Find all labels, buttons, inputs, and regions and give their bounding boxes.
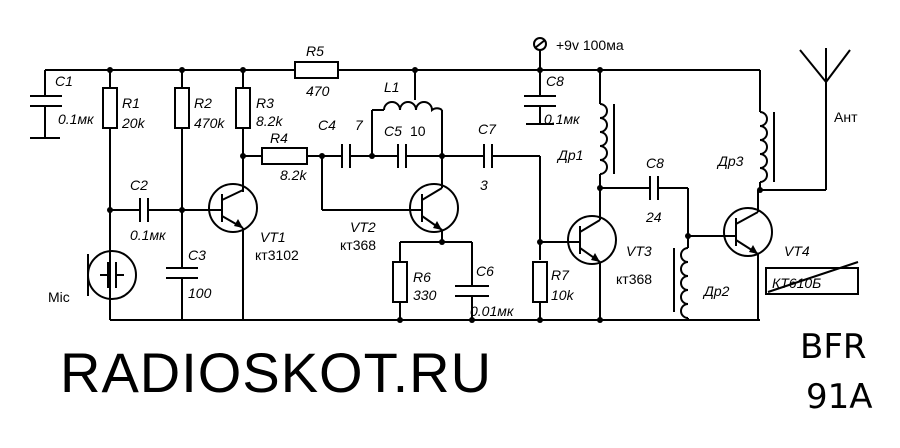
transistor-vt1 — [208, 183, 258, 320]
capacitor-c5 — [397, 144, 484, 168]
vt4-crossed-label: КТ610Б — [765, 261, 859, 295]
microphone — [87, 250, 137, 300]
resistor-r7 — [532, 239, 570, 323]
choke-dr1 — [597, 67, 615, 220]
r4-value: 8.2k — [280, 167, 307, 183]
c8-coupling-name: C8 — [646, 155, 664, 171]
dr1-name: Др1 — [556, 147, 583, 163]
r5-name: R5 — [306, 43, 324, 59]
vt4-name: VT4 — [784, 243, 810, 259]
capacitor-c8-bypass — [524, 67, 556, 125]
capacitor-c7 — [483, 144, 541, 260]
c2-value: 0.1мк — [130, 227, 167, 243]
r2-value: 470k — [194, 115, 225, 131]
c1-name: C1 — [55, 73, 73, 89]
r3-value: 8.2k — [256, 113, 283, 129]
r6-name: R6 — [413, 269, 431, 285]
capacitor-c2 — [110, 198, 218, 222]
capacitor-c1 — [30, 70, 62, 139]
resistor-r6 — [392, 241, 472, 323]
capacitor-c4 — [341, 144, 398, 168]
choke-dr2 — [673, 236, 689, 320]
antenna-label: Ант — [834, 109, 858, 125]
handwritten-line-1: BFR — [800, 327, 867, 367]
antenna — [799, 48, 851, 190]
c3-name: C3 — [188, 247, 206, 263]
r7-value: 10k — [551, 287, 575, 303]
inductor-l1 — [371, 67, 443, 156]
c2-name: C2 — [130, 177, 148, 193]
c3-value: 100 — [188, 285, 212, 301]
c6-name: C6 — [476, 263, 494, 279]
r2-name: R2 — [194, 95, 212, 111]
vt2-value: кт368 — [340, 237, 376, 253]
choke-dr3 — [757, 70, 826, 193]
resistor-r2 — [174, 67, 190, 268]
supply-rail — [45, 37, 760, 71]
r6-value: 330 — [413, 287, 437, 303]
handwritten-line-2: 91A — [806, 377, 873, 417]
transistor-vt4 — [722, 190, 773, 320]
vt2-name: VT2 — [350, 219, 376, 235]
resistor-r5 — [294, 61, 339, 79]
capacitor-c3 — [166, 267, 198, 320]
c5-name: C5 — [384, 123, 402, 139]
watermark-text: RADIOSKOT.RU — [60, 341, 492, 404]
r4-name: R4 — [270, 130, 288, 146]
c6-value: 0.01мк — [470, 303, 515, 319]
c1-value: 0.1мк — [58, 111, 95, 127]
resistor-r4 — [243, 147, 420, 211]
l1-name: L1 — [384, 79, 400, 95]
vt3-value: кт368 — [616, 271, 652, 287]
r5-value: 470 — [306, 83, 330, 99]
dr2-name: Др2 — [702, 283, 730, 299]
c4-value: 7 — [355, 117, 364, 133]
c5-value: 10 — [410, 123, 426, 139]
vt3-name: VT3 — [626, 243, 652, 259]
vt1-name: VT1 — [260, 229, 286, 245]
c8-bypass-name: C8 — [546, 73, 564, 89]
resistor-r3 — [235, 67, 251, 192]
c4-name: C4 — [318, 117, 336, 133]
r1-value: 20k — [121, 115, 146, 131]
c7-value: 3 — [480, 177, 488, 193]
dr3-name: Др3 — [716, 153, 744, 169]
transistor-vt2 — [409, 156, 459, 245]
power-label: +9v 100ма — [556, 37, 624, 53]
resistor-r1 — [102, 67, 118, 320]
mic-label: Mic — [48, 289, 70, 305]
r1-name: R1 — [122, 95, 140, 111]
capacitor-c8-coupling — [600, 176, 722, 239]
c7-name: C7 — [478, 121, 497, 137]
capacitor-c6 — [455, 242, 489, 323]
r7-name: R7 — [551, 267, 570, 283]
c8-bypass-value: 0.1мк — [544, 111, 581, 127]
transistor-vt3 — [567, 215, 617, 323]
c8-coupling-value: 24 — [645, 209, 662, 225]
vt1-value: кт3102 — [255, 247, 299, 263]
r3-name: R3 — [256, 95, 274, 111]
